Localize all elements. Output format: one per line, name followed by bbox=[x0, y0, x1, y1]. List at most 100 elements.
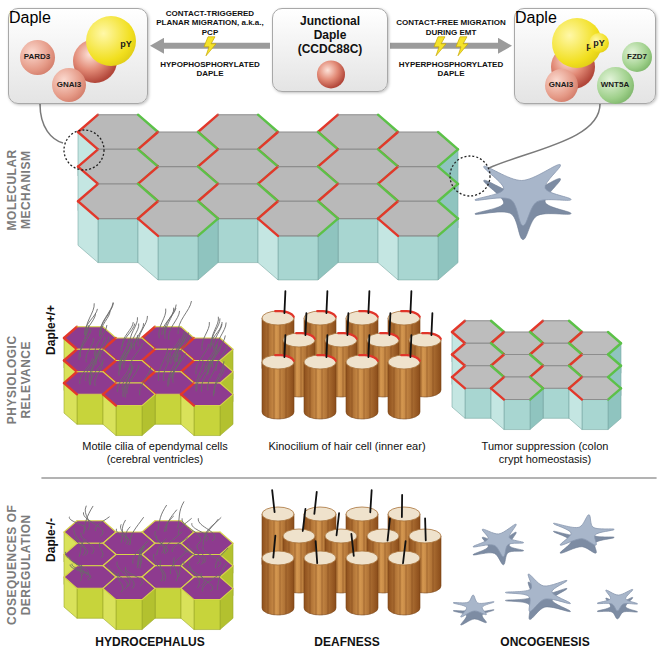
hair-cell-stripe bbox=[274, 369, 275, 419]
cell-junction bbox=[78, 201, 98, 218]
motile-cilium bbox=[116, 529, 130, 545]
motile-cilium bbox=[196, 344, 209, 374]
cell-junction bbox=[582, 331, 608, 332]
motile-cilium bbox=[160, 560, 166, 581]
cell-junction bbox=[452, 343, 465, 354]
cell-junction bbox=[452, 355, 465, 366]
hair-cell-stripe bbox=[343, 543, 344, 593]
hair-cell-stripe bbox=[433, 346, 434, 396]
motile-cilium bbox=[158, 348, 167, 380]
hair-cell-apex bbox=[367, 333, 399, 347]
cell-junction bbox=[608, 388, 621, 399]
cell-junction bbox=[103, 394, 116, 405]
cell-side bbox=[194, 406, 220, 436]
cell-junction bbox=[103, 383, 116, 394]
cell-apical-face bbox=[64, 349, 116, 372]
motile-cilium bbox=[99, 542, 103, 558]
cell-junction bbox=[465, 320, 491, 321]
cell-junction bbox=[98, 218, 138, 219]
cell-junction bbox=[258, 132, 278, 149]
protein-label: WNT5A bbox=[601, 81, 629, 89]
motile-cilium bbox=[173, 557, 177, 581]
cell-junction bbox=[103, 327, 116, 338]
cell-junction bbox=[142, 588, 155, 599]
cell-junction bbox=[218, 149, 258, 150]
cell-junction bbox=[103, 361, 116, 372]
hair-cell-stripe bbox=[421, 347, 422, 397]
cell-junction bbox=[491, 366, 504, 377]
motile-cilium bbox=[118, 573, 123, 592]
hair-cell-stripe bbox=[280, 565, 281, 615]
hair-cell-apex bbox=[262, 355, 294, 369]
motile-cilium bbox=[189, 561, 199, 588]
cell-junction bbox=[608, 366, 621, 377]
cell-junction bbox=[77, 588, 103, 589]
edge-label: CONTACT-FREE MIGRATION DURING EMT bbox=[395, 18, 507, 36]
protein-label: pY bbox=[90, 34, 132, 49]
kinocilium bbox=[305, 313, 306, 335]
cell-junction bbox=[278, 235, 318, 236]
motile-cilium bbox=[137, 546, 144, 566]
hair-cell-apex bbox=[388, 355, 420, 369]
cell-junction bbox=[181, 383, 194, 394]
cell-apical-face bbox=[530, 366, 582, 389]
colon-crypt-cells bbox=[452, 321, 621, 430]
cell-junction bbox=[582, 376, 608, 377]
cell-side bbox=[158, 236, 198, 280]
kinocilium bbox=[403, 541, 406, 563]
epithelial-sheet bbox=[78, 115, 458, 280]
panel-caption: Tumor suppression (colon crypt homeostas… bbox=[470, 440, 620, 465]
cell-junction bbox=[158, 166, 198, 167]
cell-junction bbox=[608, 343, 621, 354]
cell-junction bbox=[78, 184, 98, 201]
hair-cell-apex bbox=[304, 507, 336, 521]
cell-junction bbox=[318, 115, 338, 132]
protein-label: PARD3 bbox=[24, 53, 51, 61]
hair-cell-stripe bbox=[385, 543, 386, 593]
zoom-circle bbox=[64, 130, 104, 170]
hair-cell-stripe bbox=[268, 563, 269, 613]
tumor-cell bbox=[453, 595, 494, 617]
cell-junction bbox=[181, 588, 194, 599]
cell-junction bbox=[155, 565, 181, 566]
ependymal-cells-mutant bbox=[64, 501, 233, 629]
hair-cell-stripe bbox=[286, 564, 287, 614]
cell-junction bbox=[608, 377, 621, 388]
hair-cell-stripe bbox=[328, 368, 329, 418]
kinocilium bbox=[337, 513, 340, 535]
motile-cilium bbox=[188, 543, 203, 564]
cell-junction bbox=[138, 184, 158, 201]
cell-junction bbox=[142, 349, 155, 360]
kinocilium bbox=[389, 313, 390, 335]
motile-cilium bbox=[169, 311, 180, 340]
cell-junction bbox=[158, 201, 198, 202]
cell-side bbox=[582, 400, 608, 430]
tumor-cell bbox=[473, 524, 524, 557]
protein-circle: FZD7 bbox=[622, 42, 652, 72]
motile-cilium bbox=[124, 335, 138, 368]
cell-junction bbox=[64, 361, 77, 372]
cell-junction bbox=[78, 167, 98, 184]
hair-cell-stripe bbox=[385, 347, 386, 397]
hair-cell-stripe bbox=[412, 368, 413, 418]
cell-apical-face bbox=[181, 577, 233, 600]
zoom-circle bbox=[450, 156, 490, 196]
kinocilium bbox=[368, 291, 369, 313]
lightning-icon bbox=[456, 37, 468, 56]
motile-cilium bbox=[178, 561, 183, 577]
cell-junction bbox=[258, 115, 278, 132]
cell-side bbox=[398, 236, 438, 280]
cell-junction bbox=[155, 326, 181, 327]
cell-junction bbox=[218, 183, 258, 184]
cell-apical-face bbox=[258, 201, 338, 236]
protein-label: GNAI3 bbox=[549, 81, 573, 89]
junctional-protein-box: Junctional Daple (CCDC88C) bbox=[272, 8, 388, 92]
cell-apical-face bbox=[491, 355, 543, 378]
cell-junction bbox=[438, 219, 458, 236]
hair-cell-stripe bbox=[286, 368, 287, 418]
mesenchymal-cell-body bbox=[475, 164, 571, 225]
cell-junction bbox=[218, 149, 258, 150]
cell-junction bbox=[504, 376, 530, 377]
leader-line bbox=[40, 104, 63, 143]
motile-cilium bbox=[125, 567, 134, 588]
